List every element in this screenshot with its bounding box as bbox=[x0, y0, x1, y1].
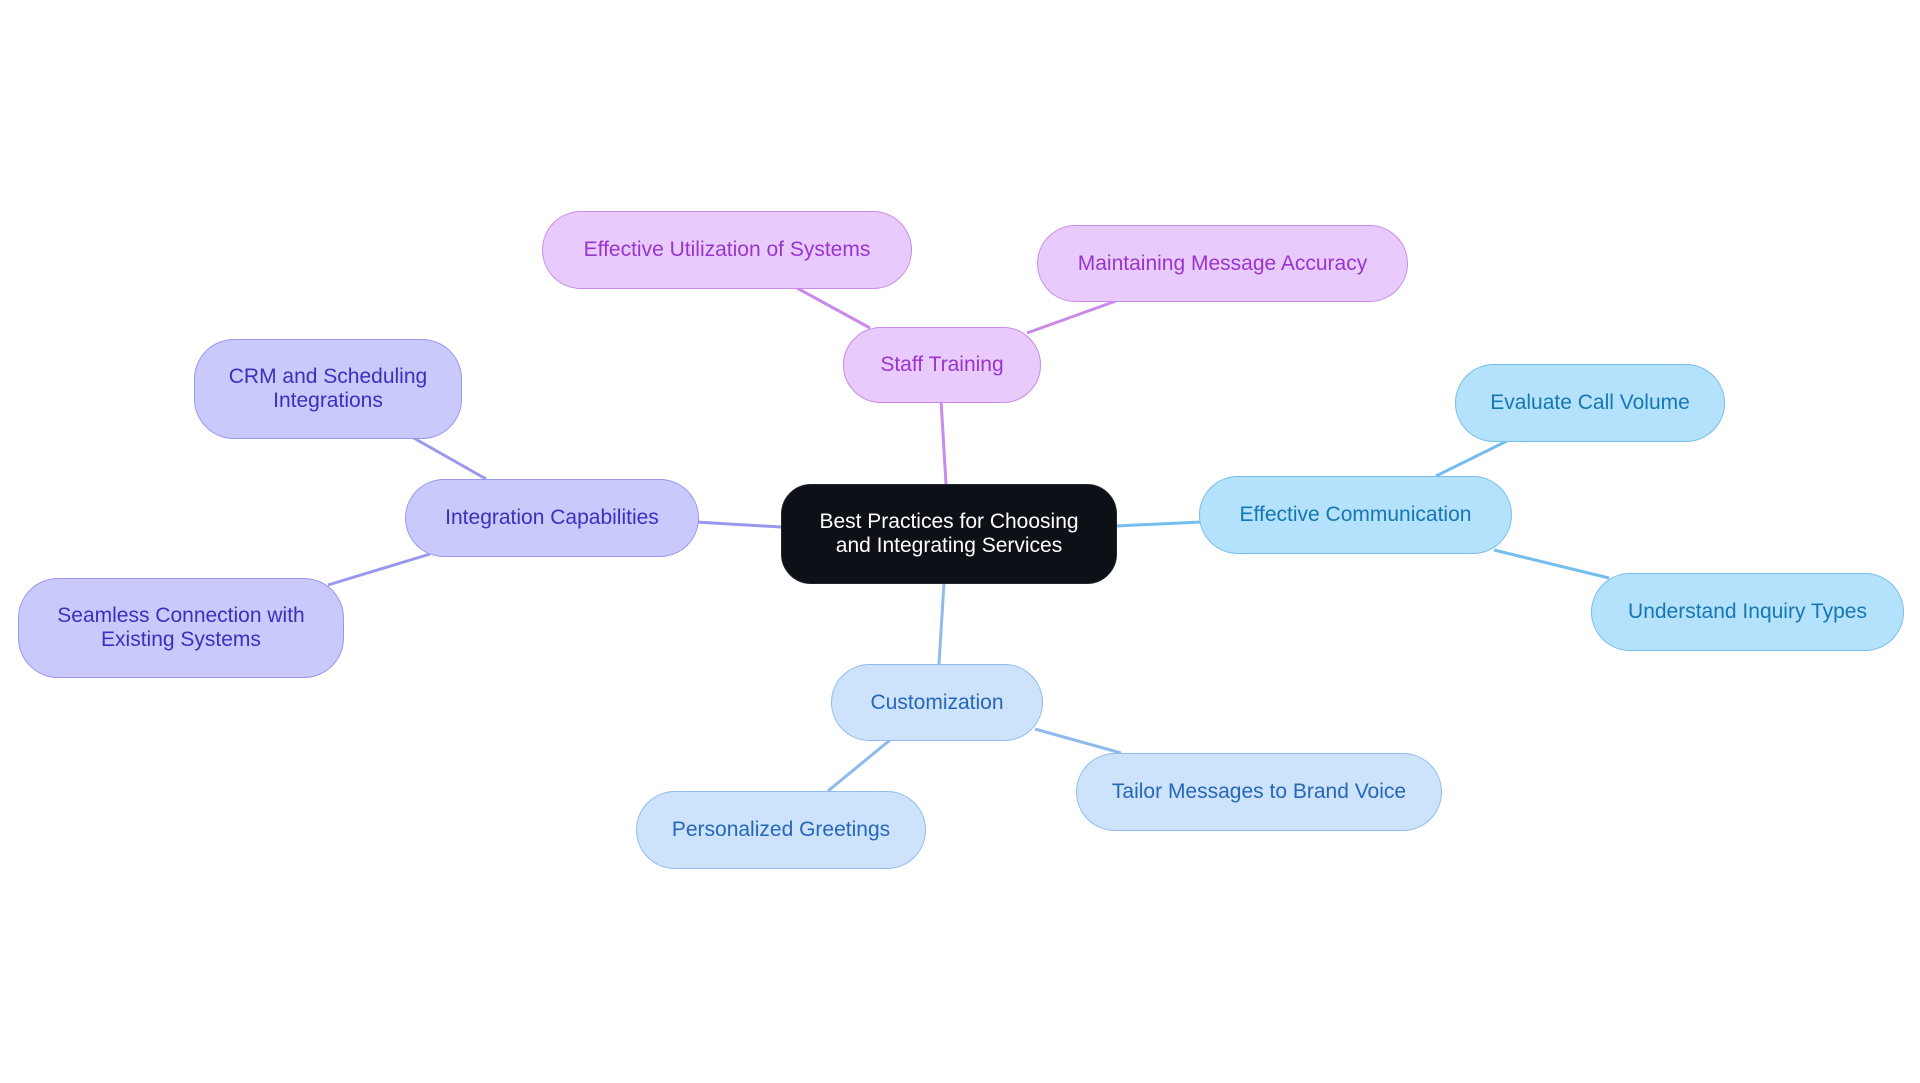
edge-root-customization bbox=[937, 582, 946, 665]
personalized-greetings-label: Personalized Greetings bbox=[671, 818, 891, 841]
node-staff-training[interactable]: Staff Training bbox=[843, 327, 1041, 403]
maintaining-accuracy-label: Maintaining Message Accuracy bbox=[1077, 251, 1368, 275]
tailor-messages-label: Tailor Messages to Brand Voice bbox=[1111, 780, 1407, 803]
seamless-label-line2: Existing Systems bbox=[101, 628, 261, 651]
understand-inquiry-label: Understand Inquiry Types bbox=[1628, 600, 1867, 623]
edge-communication-inquiry bbox=[1493, 548, 1610, 580]
root-node[interactable]: Best Practices for Choosing and Integrat… bbox=[781, 484, 1117, 584]
staff-training-label: Staff Training bbox=[880, 353, 1004, 376]
node-customization[interactable]: Customization bbox=[831, 664, 1043, 741]
node-effective-utilization[interactable]: Effective Utilization of Systems bbox=[542, 211, 912, 289]
edge-integration-crm bbox=[411, 435, 487, 481]
crm-label-line1: CRM and Scheduling bbox=[228, 365, 428, 388]
integration-capabilities-label: Integration Capabilities bbox=[445, 506, 659, 529]
node-crm-scheduling[interactable]: CRM and Scheduling Integrations bbox=[194, 339, 462, 439]
edge-integration-seamless bbox=[327, 552, 431, 587]
edge-staff-accuracy bbox=[1026, 299, 1117, 335]
effective-utilization-label: Effective Utilization of Systems bbox=[583, 238, 871, 261]
edge-customization-brandvoice bbox=[1034, 727, 1122, 755]
seamless-label-line1: Seamless Connection with bbox=[57, 604, 305, 627]
node-maintaining-accuracy[interactable]: Maintaining Message Accuracy bbox=[1037, 225, 1408, 302]
edge-communication-callvolume bbox=[1435, 439, 1508, 478]
node-effective-communication[interactable]: Effective Communication bbox=[1199, 476, 1512, 554]
edge-customization-greetings bbox=[827, 738, 891, 793]
node-evaluate-call-volume[interactable]: Evaluate Call Volume bbox=[1455, 364, 1725, 442]
node-tailor-messages[interactable]: Tailor Messages to Brand Voice bbox=[1076, 753, 1442, 831]
effective-communication-label: Effective Communication bbox=[1239, 503, 1472, 526]
edge-staff-utilization bbox=[796, 286, 871, 330]
evaluate-call-volume-label: Evaluate Call Volume bbox=[1490, 391, 1690, 414]
node-personalized-greetings[interactable]: Personalized Greetings bbox=[636, 791, 926, 869]
node-understand-inquiry[interactable]: Understand Inquiry Types bbox=[1591, 573, 1904, 651]
customization-label: Customization bbox=[870, 690, 1004, 714]
edge-root-integration bbox=[695, 520, 782, 529]
root-label-line2: and Integrating Services bbox=[835, 534, 1063, 557]
edge-root-communication bbox=[1115, 520, 1202, 528]
node-integration-capabilities[interactable]: Integration Capabilities bbox=[405, 479, 699, 557]
node-seamless-connection[interactable]: Seamless Connection with Existing System… bbox=[18, 578, 344, 678]
root-label-line1: Best Practices for Choosing bbox=[819, 510, 1079, 533]
crm-label-line2: Integrations bbox=[273, 389, 383, 412]
edge-root-staff-training bbox=[939, 399, 948, 485]
